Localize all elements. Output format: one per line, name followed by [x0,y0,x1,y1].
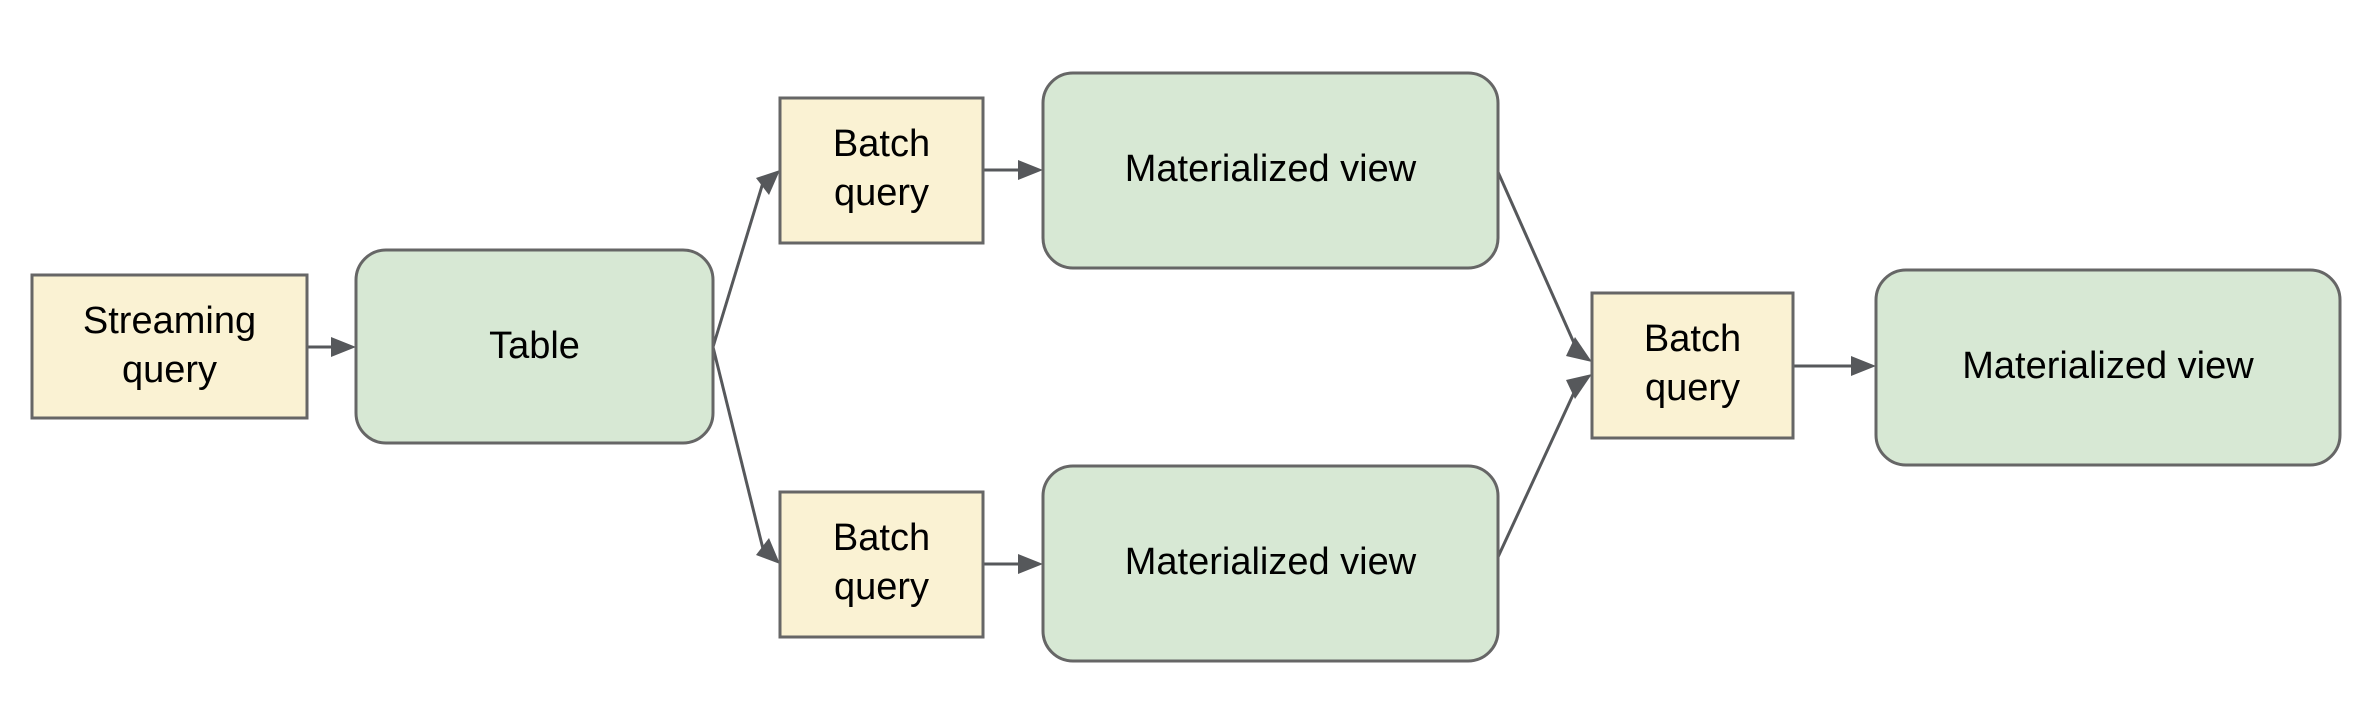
arrowhead-icon [1018,554,1043,574]
node-label-line1: Batch [833,123,930,165]
node-box[interactable] [778,490,985,639]
node-label-line2: query [122,349,217,391]
node-label-line1: Batch [833,517,930,559]
node-label-line2: query [834,172,929,214]
edge-batch-bottom-to-view-bottom [983,554,1043,574]
arrowhead-icon [1566,337,1592,362]
edge-streaming-to-table [307,337,356,357]
edge-batch-top-to-view-top [983,160,1043,180]
edge-batch-join-to-view-final [1793,356,1876,376]
node-label-line1: Materialized view [1125,148,1417,190]
node-table[interactable]: Table [354,248,715,445]
node-materialized-view-bottom[interactable]: Materialized view [1041,464,1500,663]
node-batch-query-top[interactable]: Batch query [778,96,985,245]
arrowhead-icon [1566,374,1592,399]
node-box[interactable] [1874,268,2342,467]
node-label-line2: query [1645,367,1740,409]
edge-table-to-batch-bottom [711,346,780,564]
arrowhead-icon [756,538,780,564]
node-box[interactable] [778,96,985,245]
node-batch-query-join[interactable]: Batch query [1590,291,1795,440]
arrowhead-icon [1851,356,1876,376]
node-label-line1: Materialized view [1125,541,1417,583]
arrowhead-icon [1018,160,1043,180]
edge-line [711,346,767,558]
node-label-line1: Table [489,325,580,367]
node-box[interactable] [1041,71,1500,270]
node-batch-query-bottom[interactable]: Batch query [778,490,985,639]
edge-line [1496,383,1580,558]
arrowhead-icon [331,337,356,357]
node-label-line1: Batch [1644,318,1741,360]
arrowhead-icon [756,170,780,195]
edge-view-bottom-to-batch-join [1496,374,1592,558]
node-label-line2: query [834,566,929,608]
node-box[interactable] [30,273,309,420]
edge-view-top-to-batch-join [1496,171,1592,362]
edge-line [711,175,767,348]
node-box[interactable] [1041,464,1500,663]
node-box[interactable] [1590,291,1795,440]
node-label-line1: Materialized view [1962,345,2254,387]
node-materialized-view-top[interactable]: Materialized view [1041,71,1500,270]
edge-table-to-batch-top [711,170,780,348]
node-box[interactable] [354,248,715,445]
node-streaming-query[interactable]: Streaming query [30,273,309,420]
node-materialized-view-final[interactable]: Materialized view [1874,268,2342,467]
node-label-line1: Streaming [83,300,256,342]
edge-line [1496,171,1580,353]
